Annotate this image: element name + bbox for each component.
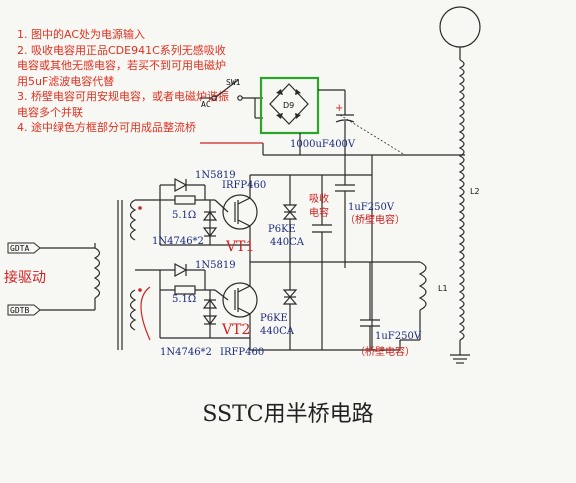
resistor-bottom-label: 5.1Ω <box>172 294 196 305</box>
mosfet-bottom-label: IRFP460 <box>220 347 264 358</box>
diode-bottom-label: 1N5819 <box>195 260 236 271</box>
bulk-capacitor <box>200 89 465 156</box>
bridge-capacitors <box>335 155 380 350</box>
bridge-cap-top-label-2: （桥壁电容） <box>345 213 405 226</box>
lower-gate-network <box>135 262 258 350</box>
gate-drive-transformer <box>40 199 137 350</box>
bulk-cap-label: 1000uF400V <box>290 139 356 150</box>
bridge-cap-bottom-label-1: 1uF250V <box>375 331 422 342</box>
bulk-cap-plus: + <box>335 103 343 114</box>
snubber-label-2: 电容 <box>309 206 329 219</box>
bridge-cap-top-label-1: 1uF250V <box>348 202 395 213</box>
snubber-label-1: 吸收 <box>309 192 329 205</box>
ac-switch <box>200 79 263 119</box>
secondary-coil-l2 <box>439 6 481 364</box>
ac-label: AC <box>201 100 211 109</box>
l1-label: L1 <box>438 284 448 293</box>
diagram-title: SSTC用半桥电路 <box>202 402 374 427</box>
upper-gate-network <box>135 175 258 262</box>
snubber-capacitor <box>312 175 332 350</box>
vt2-label: VT2 <box>221 322 250 338</box>
bridge-rectifier <box>259 76 320 135</box>
primary-coil-l1 <box>372 261 427 351</box>
mosfet-top-label: IRFP460 <box>222 180 266 191</box>
bridge-cap-bottom-label-2: （桥壁电容） <box>355 345 415 358</box>
diode-top-label: 1N5819 <box>195 170 236 181</box>
tvs-bottom-label-2: 440CA <box>260 326 295 337</box>
note-3: 3. 桥壁电容可用安规电容，或者电磁炉谐振电容多个并联 <box>17 90 229 119</box>
note-2: 2. 吸收电容用正品CDE941C系列无感吸收电容或其他无感电容，若买不到可用电… <box>17 43 226 88</box>
tvs-bottom-label-1: P6KE <box>260 313 288 324</box>
tvs-top-label-2: 440CA <box>270 237 305 248</box>
vt1-label: VT1 <box>225 239 254 255</box>
drive-label: 接驱动 <box>4 269 46 286</box>
l2-label: L2 <box>470 187 480 196</box>
d9-label: D9 <box>283 101 294 110</box>
tvs-top-label-1: P6KE <box>268 224 296 235</box>
resistor-top-label: 5.1Ω <box>172 210 196 221</box>
notes-list: 1. 图中的AC处为电源输入 2. 吸收电容用正品CDE941C系列无感吸收电容… <box>17 27 232 136</box>
note-4: 4. 途中绿色方框部分可用成品整流桥 <box>17 121 196 134</box>
zener-bottom-label: 1N4746*2 <box>160 347 212 358</box>
tvs-diodes <box>282 175 298 350</box>
gdta-terminal: GDTA <box>10 244 29 253</box>
gdtb-terminal: GDTB <box>10 306 29 315</box>
zener-top-label: 1N4746*2 <box>152 236 204 247</box>
note-1: 1. 图中的AC处为电源输入 <box>17 28 146 41</box>
sw1-label: SW1 <box>226 78 241 87</box>
